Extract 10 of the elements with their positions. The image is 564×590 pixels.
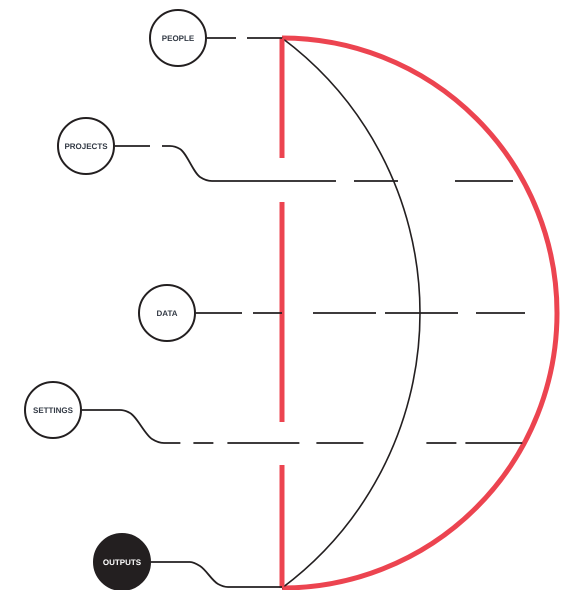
connector-line (196, 312, 525, 314)
connector-line (151, 561, 282, 588)
hemisphere-drawing (278, 33, 562, 590)
node-label: DATA (156, 308, 178, 318)
connector-line (207, 37, 282, 39)
node-label: PROJECTS (64, 142, 108, 150)
node-label: OUTPUTS (102, 558, 142, 566)
connector-line (82, 409, 522, 444)
node-label: PEOPLE (162, 34, 194, 42)
node-label: SETTINGS (32, 406, 73, 414)
